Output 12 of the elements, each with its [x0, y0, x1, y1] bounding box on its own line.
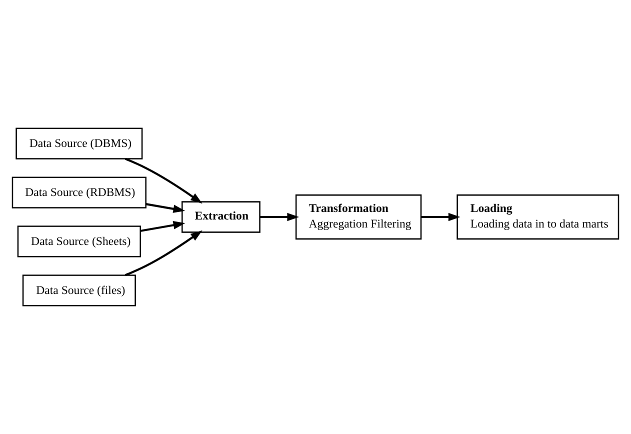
arrow	[140, 221, 186, 232]
node-box: Data Source (DBMS)	[16, 128, 143, 160]
node-box: Data Source (Sheets)	[17, 226, 141, 258]
arrow	[421, 212, 460, 222]
arrow	[260, 212, 300, 222]
node-box: Loading Loading data in to data marts	[456, 194, 620, 240]
node-box: Data Source (RDBMS)	[12, 176, 146, 208]
node-box: Data Source (files)	[22, 274, 136, 306]
arrow	[124, 230, 202, 276]
node-box: Extraction	[182, 201, 260, 233]
arrow	[146, 203, 186, 213]
node-box: Transformation Aggregation Filtering	[295, 194, 422, 240]
